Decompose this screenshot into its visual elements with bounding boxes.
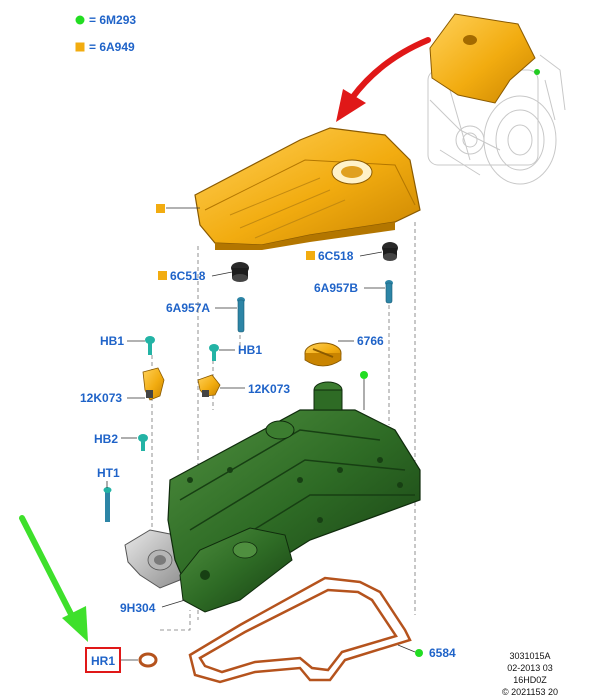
engine-cover — [194, 127, 421, 250]
bolt-hb1-left — [145, 336, 155, 355]
label-6c518-right: 6C518 — [318, 249, 354, 263]
reference-copyright: © 2021153 20 — [502, 687, 558, 695]
isolator-right — [382, 242, 398, 261]
camshaft-housing-9h304 — [179, 527, 293, 613]
green-dot-icon — [75, 15, 85, 25]
bolt-hb2 — [138, 434, 148, 451]
engine-thumbnail — [427, 13, 566, 185]
orange-square-icon — [306, 251, 315, 260]
reference-info: 3031015A 02-2013 03 16HD0Z © 2021153 20 — [502, 651, 558, 695]
label-ht1: HT1 — [97, 466, 120, 480]
label-12k073-left: 12K073 — [80, 391, 122, 405]
valve-cover-gasket — [188, 576, 412, 684]
isolator-left — [231, 262, 249, 282]
reference-model: 16HD0Z — [513, 675, 547, 685]
label-12k073-right: 12K073 — [248, 382, 290, 396]
legend-text-1: = 6M293 — [89, 13, 136, 27]
label-6766: 6766 — [357, 334, 384, 348]
label-hb2: HB2 — [94, 432, 118, 446]
label-6a957a: 6A957A — [166, 301, 210, 315]
label-6c518-left: 6C518 — [170, 269, 206, 283]
label-hb1-left: HB1 — [100, 334, 124, 348]
vacuum-pump-housing — [124, 529, 186, 589]
green-dot-icon — [415, 649, 423, 657]
oil-filler-cap — [304, 342, 342, 367]
orange-square-icon — [158, 271, 167, 280]
orange-square-icon — [156, 204, 165, 213]
o-ring-hr1 — [138, 652, 158, 668]
hr1-highlight-box — [85, 647, 121, 673]
reference-code: 3031015A — [509, 651, 550, 661]
engine-cover-thumbnail — [429, 13, 536, 104]
sensor-12k073-right — [197, 374, 221, 397]
label-6584: 6584 — [429, 646, 456, 660]
label-9h304: 9H304 — [120, 601, 156, 615]
sensor-12k073-left — [142, 367, 165, 401]
label-hr1: HR1 — [91, 654, 115, 668]
green-dot-icon — [360, 371, 368, 379]
legend: = 6M293 = 6A949 — [75, 13, 136, 54]
bolt-hb1-right — [209, 344, 219, 361]
legend-text-2: = 6A949 — [89, 40, 135, 54]
green-arrow-icon — [19, 515, 88, 642]
label-6a957b: 6A957B — [314, 281, 358, 295]
red-arrow-icon — [336, 37, 431, 122]
reference-date: 02-2013 03 — [507, 663, 553, 673]
bolt-left — [237, 297, 245, 333]
bolt-right — [385, 280, 393, 304]
label-hb1-right: HB1 — [238, 343, 262, 357]
stud-ht1 — [103, 487, 112, 522]
orange-square-icon — [75, 42, 85, 52]
